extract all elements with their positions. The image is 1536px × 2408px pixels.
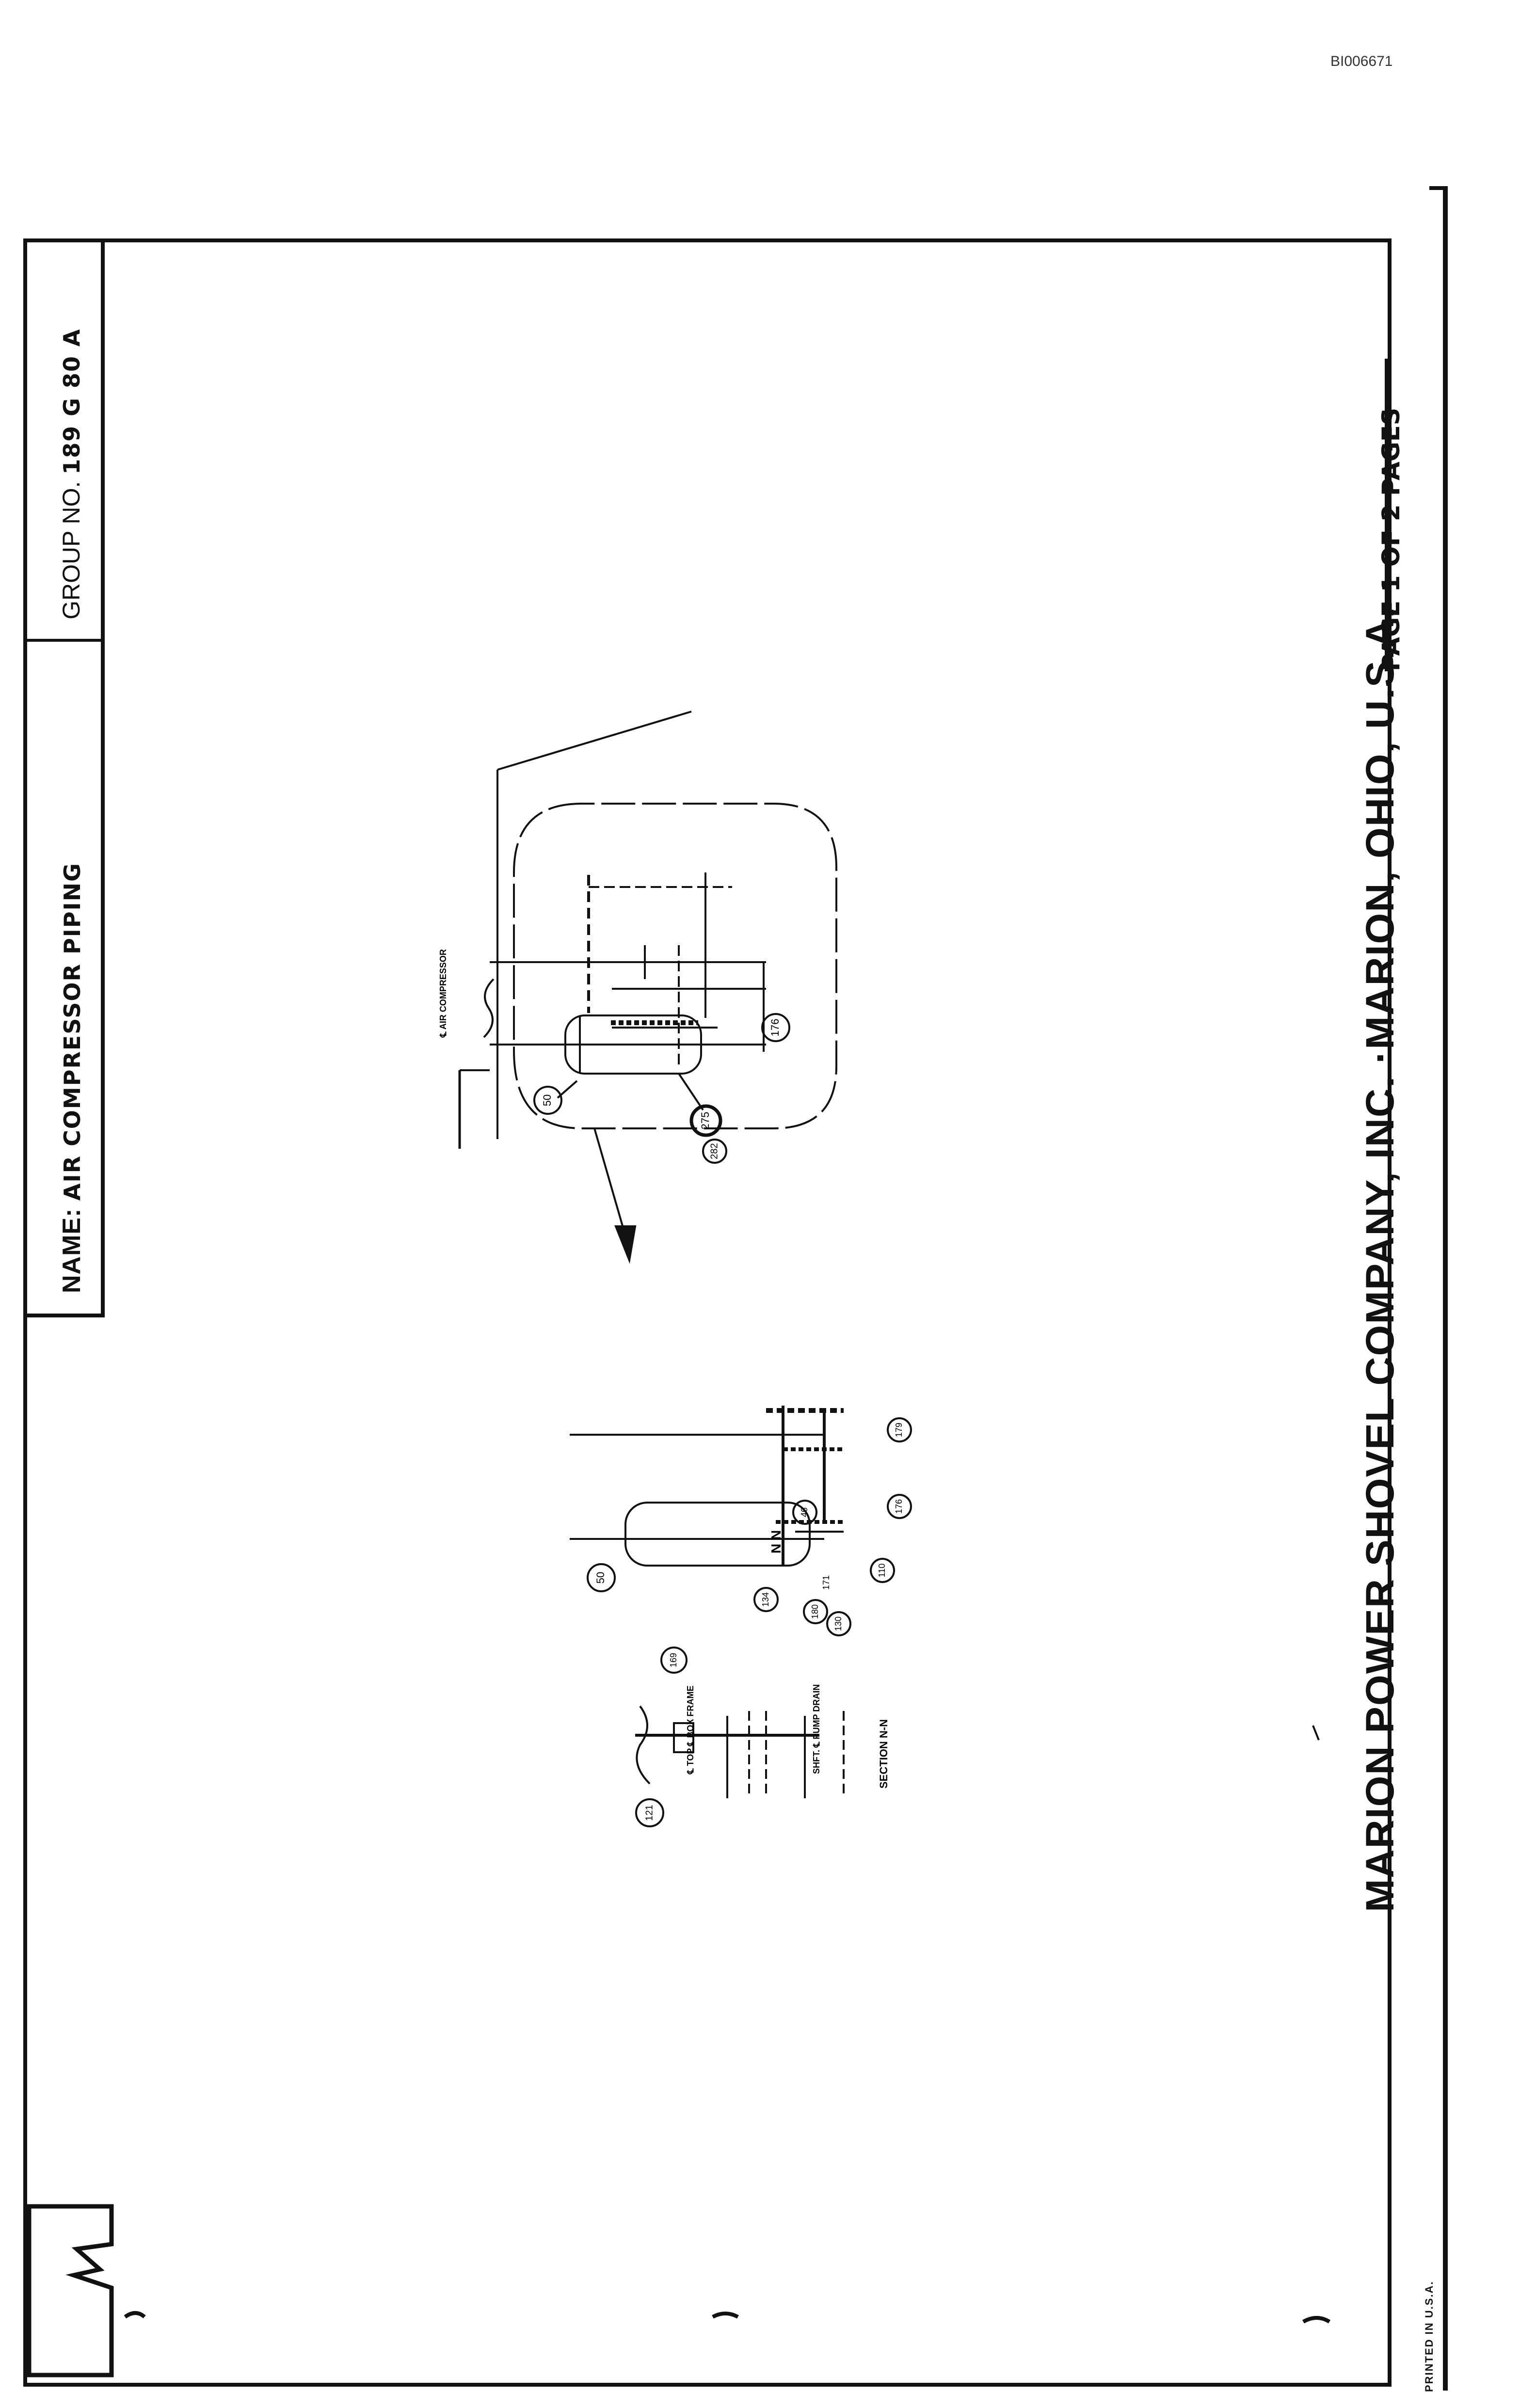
upper-view: [458, 711, 837, 1264]
page-underline: [1385, 359, 1388, 671]
callout-176-lower: 176: [894, 1499, 904, 1514]
callout-180: 180: [810, 1604, 820, 1619]
logo-icon: [27, 2204, 114, 2377]
callout-171: 171: [821, 1575, 831, 1590]
callout-tank-lower: 50: [594, 1572, 607, 1584]
callout-134: 134: [761, 1592, 770, 1607]
mark: [712, 2312, 739, 2319]
callout-110: 110: [877, 1564, 887, 1578]
section-title: SECTION N-N: [878, 1719, 890, 1789]
mark: [124, 2311, 146, 2319]
title-block-divider: [23, 639, 105, 642]
mark: [1302, 2316, 1331, 2324]
sheet-edge-line: [1443, 190, 1448, 2391]
callout-275: 275: [699, 1112, 711, 1130]
drawing-frame: [23, 238, 1392, 2387]
section-mark: N N: [768, 1530, 784, 1553]
compressor-note: ℄ AIR COMPRESSOR: [438, 949, 448, 1038]
sheet-edge: [1429, 186, 1448, 190]
note-pump-drain: SHFT. ℄ PUMP DRAIN: [812, 1684, 821, 1774]
callout-176-upper: 176: [769, 1019, 781, 1037]
callout-121: 121: [644, 1805, 655, 1821]
callout-130: 130: [833, 1616, 843, 1631]
callout-46: 46: [800, 1507, 809, 1517]
lower-view: [570, 1406, 1320, 1827]
callout-tank-upper: 50: [541, 1094, 553, 1106]
note-box-frame: ℄ TOP ℄ BOX FRAME: [686, 1686, 695, 1774]
document-id: BI006671: [1330, 53, 1393, 69]
callout-179: 179: [894, 1423, 904, 1437]
callout-169: 169: [669, 1653, 678, 1667]
title-block: [23, 238, 105, 1317]
callout-282: 282: [709, 1143, 720, 1159]
